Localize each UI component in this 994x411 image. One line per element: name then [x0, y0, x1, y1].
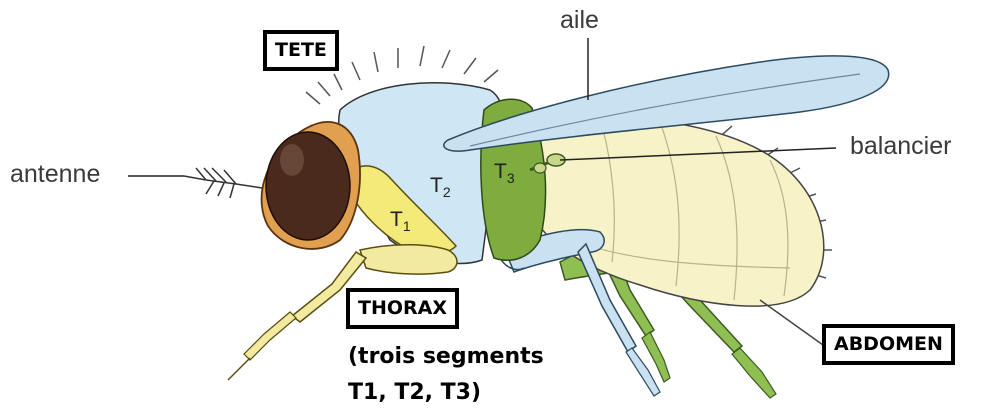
aile-label: aile — [560, 8, 599, 33]
balancier-label: balancier — [850, 134, 951, 159]
head — [262, 122, 360, 249]
antenne-label: antenne — [10, 162, 100, 187]
thorax-note-line2: T1, T2, T3) — [348, 382, 481, 404]
abdomen-label: ABDOMEN — [822, 324, 955, 365]
thorax-note-line1: (trois segments — [348, 346, 544, 368]
tete-label: TETE — [263, 30, 339, 71]
thorax-label: THORAX — [346, 288, 459, 329]
antenna — [184, 168, 262, 198]
